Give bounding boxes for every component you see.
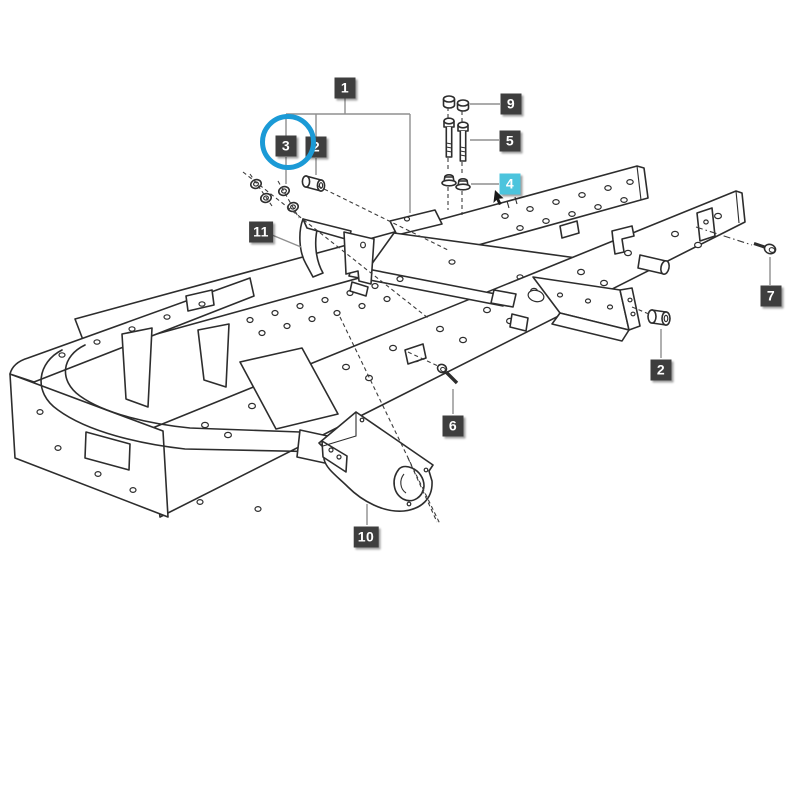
washers-3-drawing: [249, 178, 300, 213]
mouse-cursor: [493, 190, 504, 206]
front-box-drawing: [9, 277, 361, 518]
bracket-11-drawing: [299, 218, 375, 297]
part-label-11: 11: [249, 221, 273, 243]
bolt-7-drawing: [753, 241, 777, 255]
part-label-9: 9: [500, 93, 522, 115]
part-label-10: 10: [353, 526, 379, 548]
cross-brace-drawing: [348, 265, 517, 308]
part-label-2: 2: [650, 359, 672, 381]
part-label-3: 3: [275, 135, 297, 157]
flange-nuts-4-drawing: [441, 174, 471, 191]
bushing-2-right-drawing: [647, 309, 671, 326]
callout-leader-lines: [271, 98, 771, 525]
part-label-1: 1: [334, 77, 356, 99]
part-label-4: 4: [499, 173, 521, 195]
bolt-6-drawing: [436, 363, 459, 385]
bolts-5-drawing: [443, 117, 469, 162]
cap-nuts-9-drawing: [442, 95, 470, 112]
part-label-2: 2: [305, 136, 327, 158]
part-label-7: 7: [760, 285, 782, 307]
rail-brackets-drawing: [404, 207, 716, 365]
part-label-5: 5: [499, 130, 521, 152]
alignment-dashed-lines: [242, 107, 753, 525]
hitch-bracket-drawing: [509, 276, 641, 342]
bushing-2-top-drawing: [301, 175, 326, 192]
part-label-6: 6: [442, 415, 464, 437]
